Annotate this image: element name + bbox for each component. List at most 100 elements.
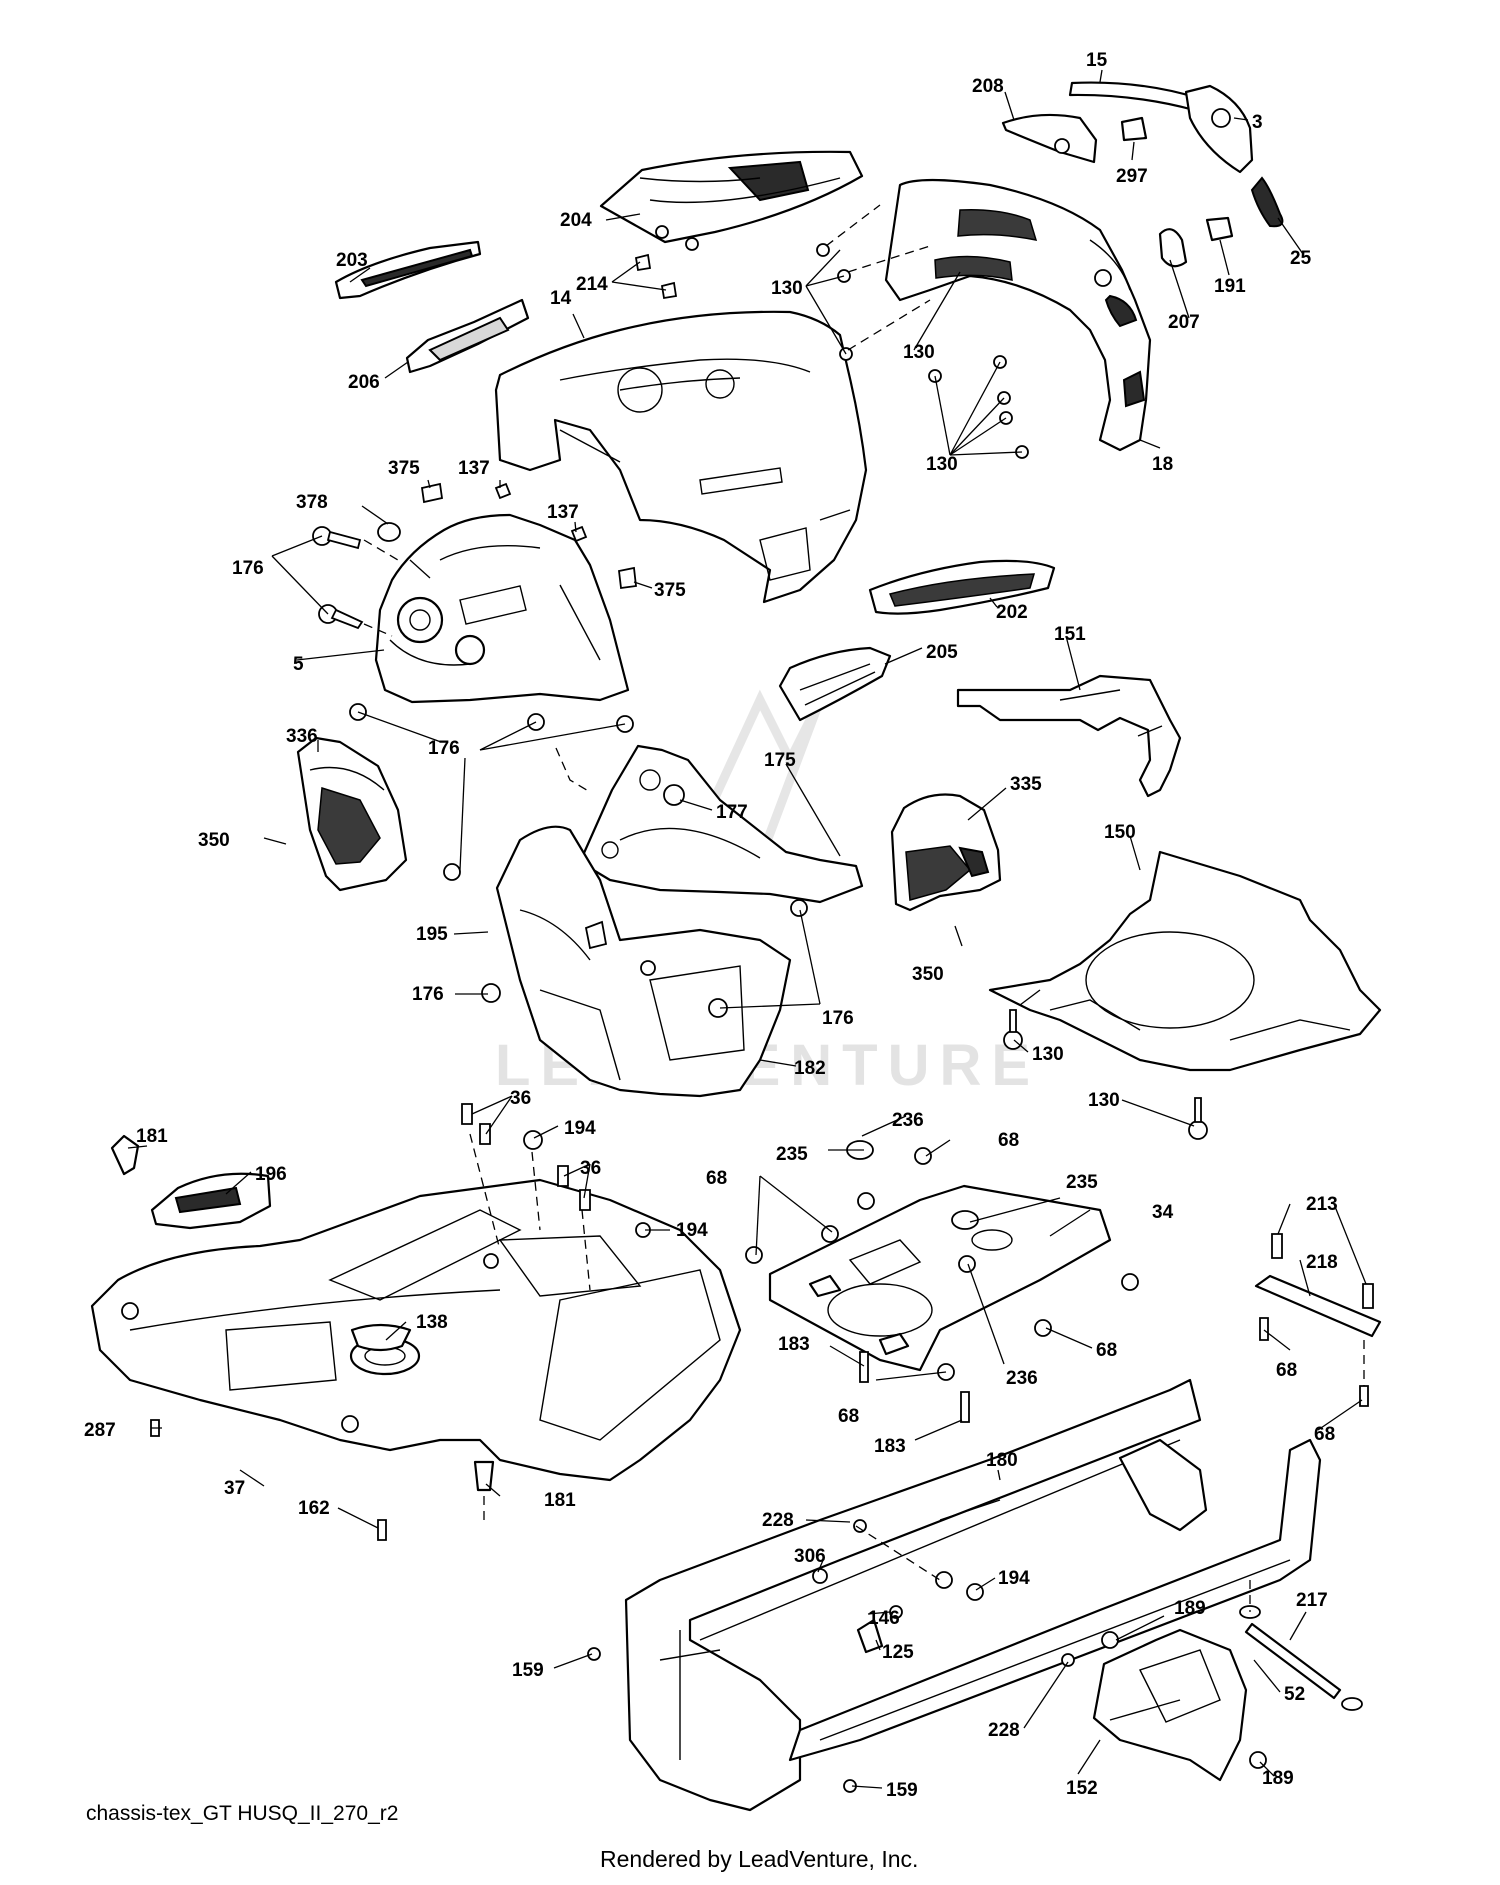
callout-191: 191 <box>1214 276 1246 297</box>
callout-150: 150 <box>1104 822 1136 843</box>
side-panel-335 <box>890 793 1002 912</box>
callout-181a: 181 <box>136 1126 168 1147</box>
leader-lines <box>127 69 1367 1789</box>
headlight-trim-parts <box>1001 81 1284 268</box>
callout-151: 151 <box>1054 624 1086 645</box>
screws-130-bumper <box>816 204 1029 459</box>
frame-180 <box>587 1378 1322 1812</box>
callout-204: 204 <box>560 210 592 231</box>
callout-189b: 189 <box>1262 1768 1294 1789</box>
side-vents <box>334 240 530 374</box>
seat-parts <box>110 1134 272 1230</box>
callout-175: 175 <box>764 750 796 771</box>
callout-130b: 130 <box>903 342 935 363</box>
callout-14: 14 <box>550 288 572 309</box>
fender-hardware <box>150 1103 651 1541</box>
callout-130a: 130 <box>771 278 803 299</box>
hood-14 <box>494 310 868 604</box>
callout-297: 297 <box>1116 166 1148 187</box>
callout-287: 287 <box>84 1420 116 1441</box>
callout-176c: 176 <box>412 984 444 1005</box>
callout-205: 205 <box>926 642 958 663</box>
callout-162: 162 <box>298 1498 330 1519</box>
callout-137b: 137 <box>547 502 579 523</box>
callout-138: 138 <box>416 1312 448 1333</box>
callout-336: 336 <box>286 726 318 747</box>
callout-203: 203 <box>336 250 368 271</box>
callout-130e: 130 <box>1088 1090 1120 1111</box>
clips-214 <box>634 253 678 300</box>
drawing-code-label: chassis-tex_GT HUSQ_II_270_r2 <box>86 1802 399 1825</box>
callout-176d: 176 <box>822 1008 854 1029</box>
callout-350a: 350 <box>198 830 230 851</box>
dash-hardware <box>312 482 637 733</box>
callout-36a: 36 <box>510 1088 531 1109</box>
callout-146: 146 <box>868 1608 900 1629</box>
callout-375b: 375 <box>654 580 686 601</box>
callout-306: 306 <box>794 1546 826 1567</box>
callout-177: 177 <box>716 802 748 823</box>
callout-152: 152 <box>1066 1778 1098 1799</box>
callout-194c: 194 <box>998 1568 1030 1589</box>
callout-236a: 236 <box>892 1110 924 1131</box>
callout-68f: 68 <box>1314 1424 1335 1445</box>
callout-130d: 130 <box>1032 1044 1064 1065</box>
callout-235b: 235 <box>1066 1172 1098 1193</box>
grille-202 <box>868 559 1056 615</box>
callout-183a: 183 <box>778 1334 810 1355</box>
callout-207: 207 <box>1168 312 1200 333</box>
callout-176b: 176 <box>428 738 460 759</box>
callout-labels: 15 208 3 297 204 25 203 191 130 214 207 … <box>84 50 1338 1801</box>
callout-37: 37 <box>224 1478 245 1499</box>
callout-5: 5 <box>293 654 304 675</box>
fender-37 <box>90 1178 742 1482</box>
callout-218: 218 <box>1306 1252 1338 1273</box>
pedestal-182 <box>443 747 808 1098</box>
callout-130c: 130 <box>926 454 958 475</box>
callout-68a: 68 <box>998 1130 1019 1151</box>
side-panel-336 <box>296 736 408 892</box>
callout-68e: 68 <box>838 1406 859 1427</box>
callout-34: 34 <box>1152 1202 1174 1223</box>
plate-34 <box>745 1140 1139 1423</box>
screws-130-floor <box>1003 1009 1208 1140</box>
callout-194b: 194 <box>676 1220 708 1241</box>
callout-214: 214 <box>576 274 608 295</box>
callout-18: 18 <box>1152 454 1173 475</box>
bracket-218 <box>1254 1233 1382 1407</box>
callout-236b: 236 <box>1006 1368 1038 1389</box>
callout-25: 25 <box>1290 248 1312 269</box>
callout-52: 52 <box>1284 1684 1305 1705</box>
trim-205 <box>778 646 892 722</box>
callout-159a: 159 <box>512 1660 544 1681</box>
callout-213: 213 <box>1306 1194 1338 1215</box>
callout-183b: 183 <box>874 1436 906 1457</box>
callout-196: 196 <box>255 1164 287 1185</box>
callout-202: 202 <box>996 602 1028 623</box>
callout-217: 217 <box>1296 1590 1328 1611</box>
fender-vent-holes <box>328 1209 721 1441</box>
callout-194a: 194 <box>564 1118 596 1139</box>
callout-125: 125 <box>882 1642 914 1663</box>
callout-68b: 68 <box>706 1168 727 1189</box>
callout-68d: 68 <box>1276 1360 1297 1381</box>
callout-159b: 159 <box>886 1780 918 1801</box>
callout-137a: 137 <box>458 458 490 479</box>
dash-panel-5 <box>374 513 630 704</box>
callout-181b: 181 <box>544 1490 576 1511</box>
callout-180: 180 <box>986 1450 1018 1471</box>
callout-206: 206 <box>348 372 380 393</box>
bracket-151 <box>956 674 1182 798</box>
callout-228b: 228 <box>988 1720 1020 1741</box>
callout-350b: 350 <box>912 964 944 985</box>
callout-36b: 36 <box>580 1158 601 1179</box>
callout-68c: 68 <box>1096 1340 1117 1361</box>
callout-235a: 235 <box>776 1144 808 1165</box>
rear-bracket-152 <box>1092 1580 1363 1782</box>
callout-195: 195 <box>416 924 448 945</box>
callout-15: 15 <box>1086 50 1108 71</box>
callout-228a: 228 <box>762 1510 794 1531</box>
callout-3: 3 <box>1252 112 1263 133</box>
render-credit-label: Rendered by LeadVenture, Inc. <box>600 1846 919 1872</box>
